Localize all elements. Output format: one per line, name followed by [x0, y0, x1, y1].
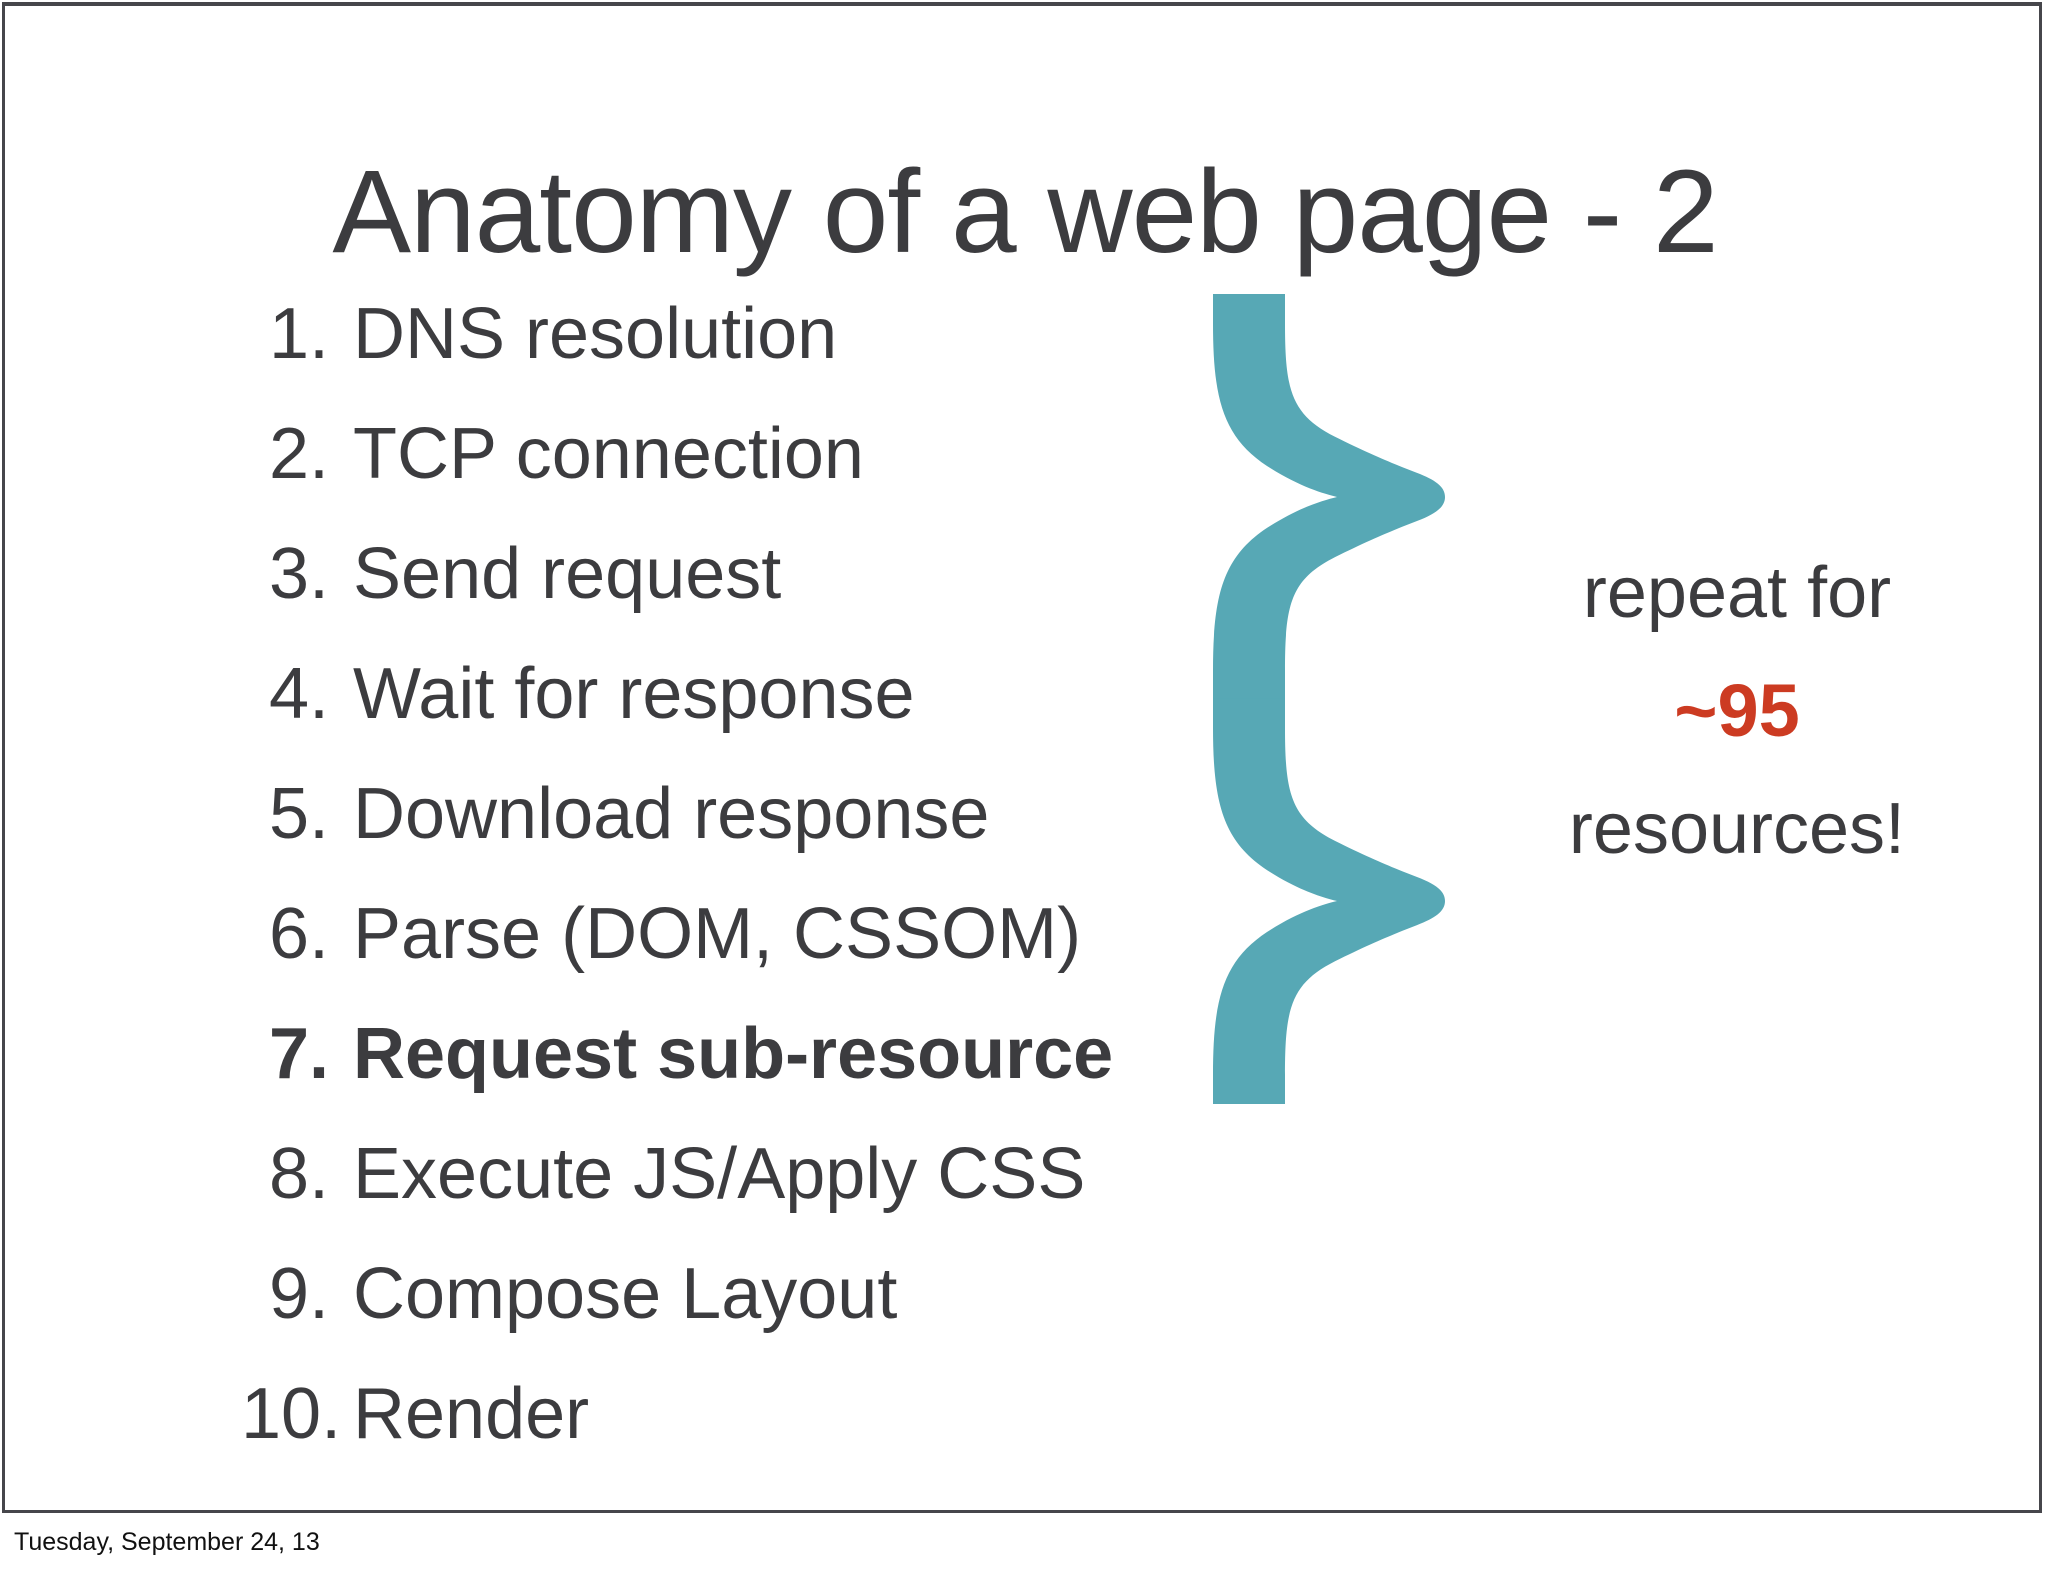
step-number: 10.: [241, 1374, 342, 1454]
page-title: Anatomy of a web page - 2: [332, 146, 1718, 279]
step-label: Execute JS/Apply CSS: [353, 1134, 1086, 1214]
curly-brace-icon: [1195, 294, 1465, 1104]
step-label: Request sub-resource: [353, 1014, 1114, 1094]
step-item: 1. DNS resolution: [241, 274, 1181, 394]
repeat-count: ~95: [1674, 669, 1800, 752]
step-number: 3.: [268, 534, 329, 614]
repeat-line-1: repeat for: [1582, 553, 1892, 633]
step-item: 5. Download response: [241, 754, 1181, 874]
step-item: 2. TCP connection: [241, 394, 1181, 514]
repeat-annotation: repeat for ~95 resources!: [1457, 534, 2017, 888]
repeat-line-2: resources!: [1568, 789, 1906, 869]
step-item: 6. Parse (DOM, CSSOM): [241, 874, 1181, 994]
step-number: 8.: [268, 1134, 329, 1214]
step-number: 9.: [268, 1254, 329, 1334]
step-item: 10.Render: [241, 1354, 1181, 1474]
step-label: TCP connection: [353, 414, 864, 494]
step-item: 7. Request sub-resource: [241, 994, 1181, 1114]
step-label: Download response: [353, 774, 990, 854]
step-label: Render: [353, 1374, 590, 1454]
step-label: Send request: [353, 534, 782, 614]
step-item: 9. Compose Layout: [241, 1234, 1181, 1354]
step-label: Parse (DOM, CSSOM): [353, 894, 1082, 974]
step-item: 4. Wait for response: [241, 634, 1181, 754]
step-number: 5.: [268, 774, 329, 854]
step-number: 7.: [268, 1014, 329, 1094]
step-number: 1.: [268, 294, 329, 374]
slide-footer-date: Tuesday, September 24, 13: [14, 1528, 320, 1556]
step-number: 4.: [268, 654, 329, 734]
step-item: 3. Send request: [241, 514, 1181, 634]
steps-list: 1. DNS resolution 2. TCP connection 3. Send r…: [241, 274, 1181, 1474]
step-label: DNS resolution: [353, 294, 838, 374]
step-number: 2.: [268, 414, 329, 494]
slide-canvas: Anatomy of a web page - 2 1. DNS resoluti…: [2, 2, 2042, 1513]
step-item: 8. Execute JS/Apply CSS: [241, 1114, 1181, 1234]
step-label: Compose Layout: [353, 1254, 898, 1334]
step-number: 6.: [268, 894, 329, 974]
step-label: Wait for response: [353, 654, 915, 734]
